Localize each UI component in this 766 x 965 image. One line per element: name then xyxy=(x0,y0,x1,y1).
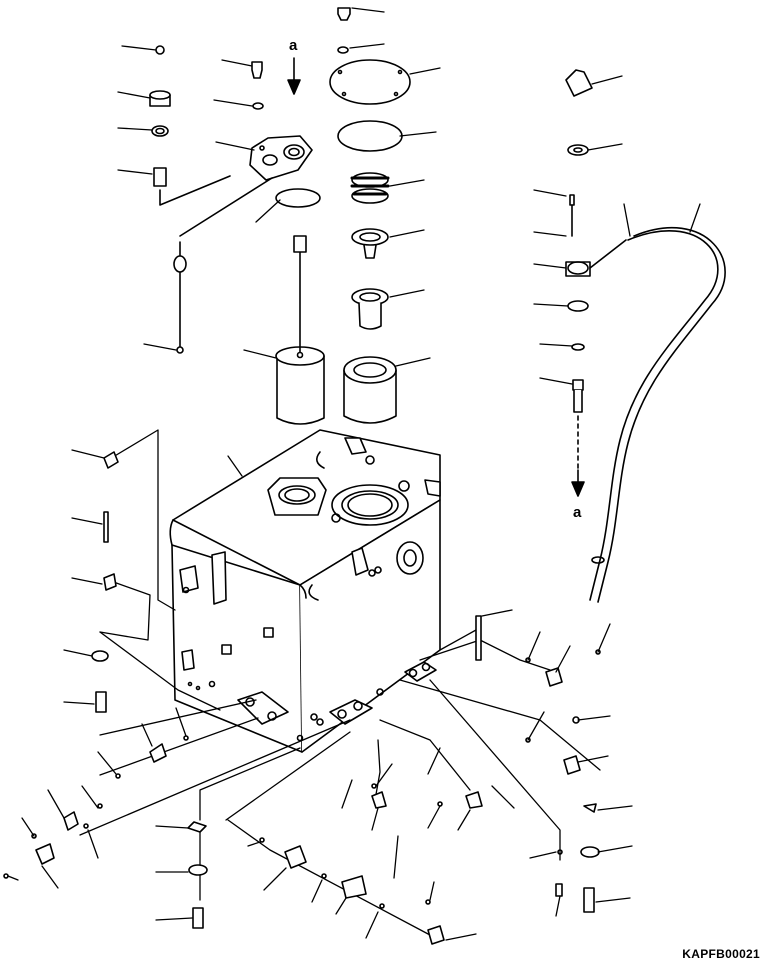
return-filter xyxy=(343,356,397,424)
filter-cover xyxy=(329,7,411,152)
side-port-flange xyxy=(396,541,424,575)
strainer-cover xyxy=(249,61,321,208)
piping-lines xyxy=(79,429,601,936)
drawing-code: KAPFB00021 xyxy=(682,947,760,961)
breather-hose xyxy=(589,230,719,601)
small-fittings xyxy=(3,451,601,945)
connector-label-top: a xyxy=(289,37,298,54)
hydraulic-tank xyxy=(169,429,441,753)
connector-arrow-right: a xyxy=(571,469,585,521)
connector-label-right: a xyxy=(573,504,582,521)
breather-assembly xyxy=(565,69,726,603)
fitting-stack-left xyxy=(149,45,273,354)
connector-arrow-top: a xyxy=(287,37,301,95)
leader-lines xyxy=(7,7,701,941)
filter-spring-and-valve xyxy=(350,172,390,330)
suction-strainer xyxy=(275,235,325,425)
